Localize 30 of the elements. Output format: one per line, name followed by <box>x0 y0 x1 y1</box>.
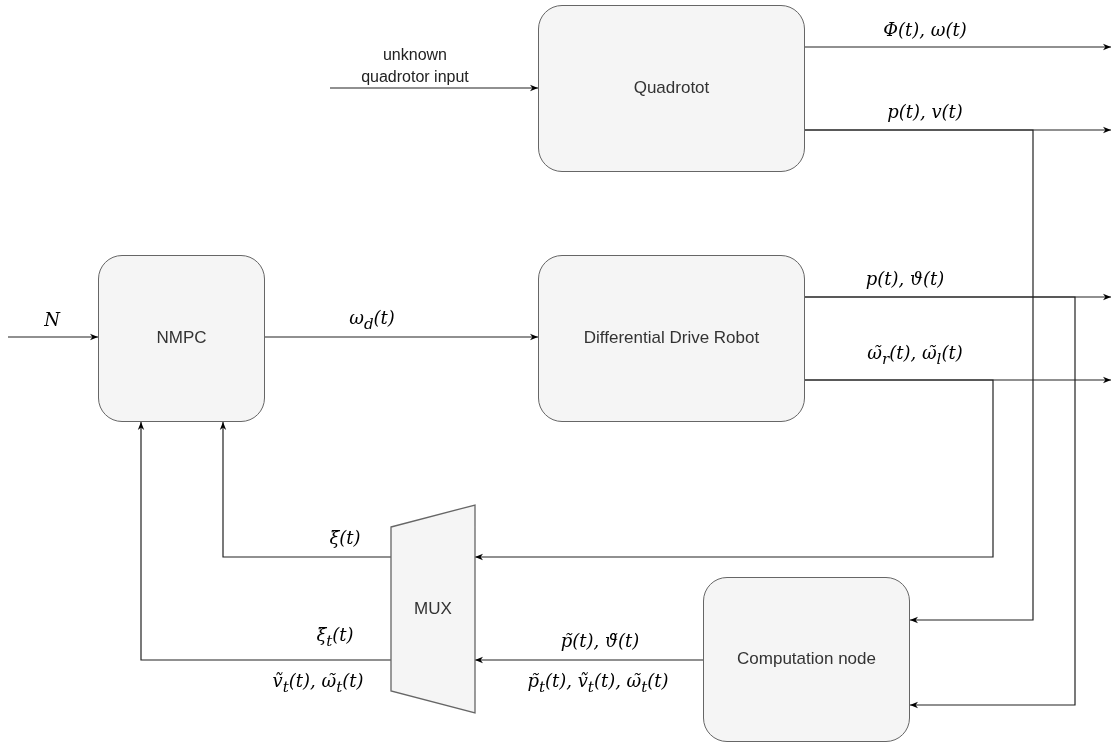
arrow <box>137 421 392 661</box>
node-label: Differential Drive Robot <box>582 327 761 350</box>
edge-label: Φ(t), ω(t) <box>883 20 967 40</box>
node-label: Quadrotot <box>632 77 711 100</box>
process-box <box>538 255 805 422</box>
arrow <box>219 421 392 558</box>
edge-label: ξ̃$_{t}$(t) <box>316 624 354 650</box>
arrow <box>804 129 1034 624</box>
edge-label: ξ̃(t) <box>329 528 361 548</box>
edge-label: p̃(t), ϑ̃(t) <box>560 631 640 651</box>
node-label: Computation node <box>736 648 877 671</box>
node-label: NMPC <box>155 327 208 350</box>
process-box <box>98 255 265 422</box>
signal-label: ṽ$_{t}$(t), ω̃$_{t}$(t) <box>272 670 364 696</box>
node-label: MUX <box>413 597 453 620</box>
edge-label: p(t), v(t) <box>887 102 963 122</box>
process-box <box>538 5 805 172</box>
arrow <box>264 333 539 341</box>
arrow <box>804 43 1112 51</box>
edge-label: ω̃$_{r}$(t), ω̃$_{l}$(t) <box>867 342 963 368</box>
signal-label: p̃$_{t}$(t), ṽ$_{t}$(t), ω̃$_{t}$(t) <box>527 670 669 696</box>
edge-label: unknown quadrotor input <box>360 45 470 87</box>
arrow <box>7 333 99 341</box>
edge-label: N <box>44 310 60 330</box>
arrow <box>329 84 539 92</box>
edge-label: p(t), ϑ(t) <box>865 269 945 289</box>
multiplexer-trapezoid <box>391 505 475 713</box>
arrow <box>804 296 1076 709</box>
process-box <box>703 577 910 742</box>
edge-label: ω$_{d}$(t) <box>349 307 395 333</box>
